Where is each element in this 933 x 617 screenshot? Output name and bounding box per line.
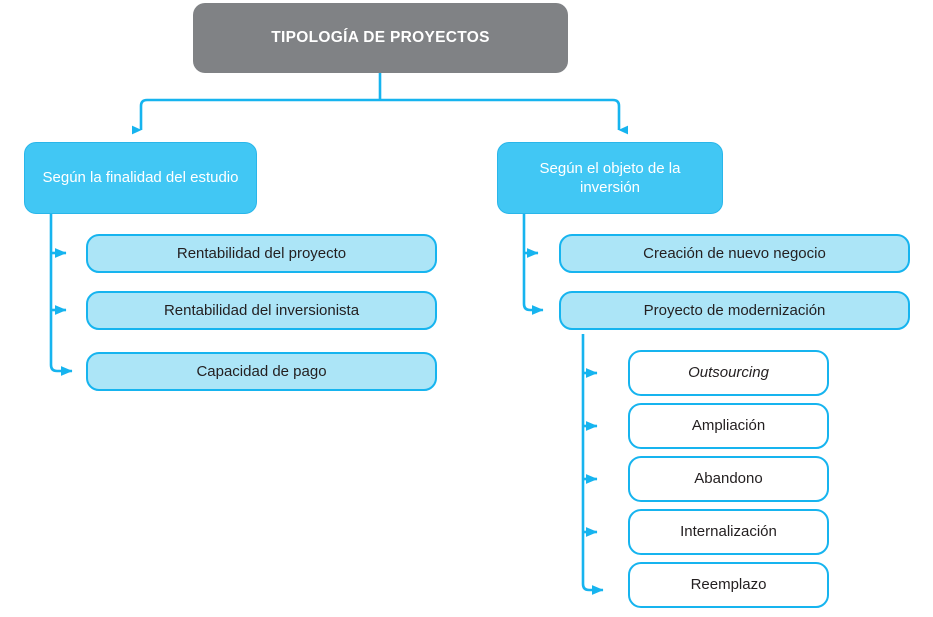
- connector-left-trunk: [49, 214, 73, 376]
- node-capacidad-pago[interactable]: Capacidad de pago: [86, 352, 437, 391]
- node-reemplazo[interactable]: Reemplazo: [628, 562, 829, 608]
- node-root[interactable]: TIPOLOGÍA DE PROYECTOS: [193, 3, 568, 73]
- node-ampliacion[interactable]: Ampliación: [628, 403, 829, 449]
- connector-level3-trunk: [581, 334, 604, 595]
- node-branch-objeto-inversion[interactable]: Según el objeto de la inversión: [497, 142, 723, 214]
- connector-root-bus: [132, 98, 628, 135]
- node-proyecto-modernizacion[interactable]: Proyecto de modernización: [559, 291, 910, 330]
- node-branch-finalidad-estudio[interactable]: Según la finalidad del estudio: [24, 142, 257, 214]
- node-internalizacion[interactable]: Internalización: [628, 509, 829, 555]
- node-rentabilidad-proyecto[interactable]: Rentabilidad del proyecto: [86, 234, 437, 273]
- node-rentabilidad-inversionista[interactable]: Rentabilidad del inversionista: [86, 291, 437, 330]
- node-outsourcing[interactable]: Outsourcing: [628, 350, 829, 396]
- connector-right-trunk: [522, 214, 544, 315]
- node-abandono[interactable]: Abandono: [628, 456, 829, 502]
- node-creacion-nuevo-negocio[interactable]: Creación de nuevo negocio: [559, 234, 910, 273]
